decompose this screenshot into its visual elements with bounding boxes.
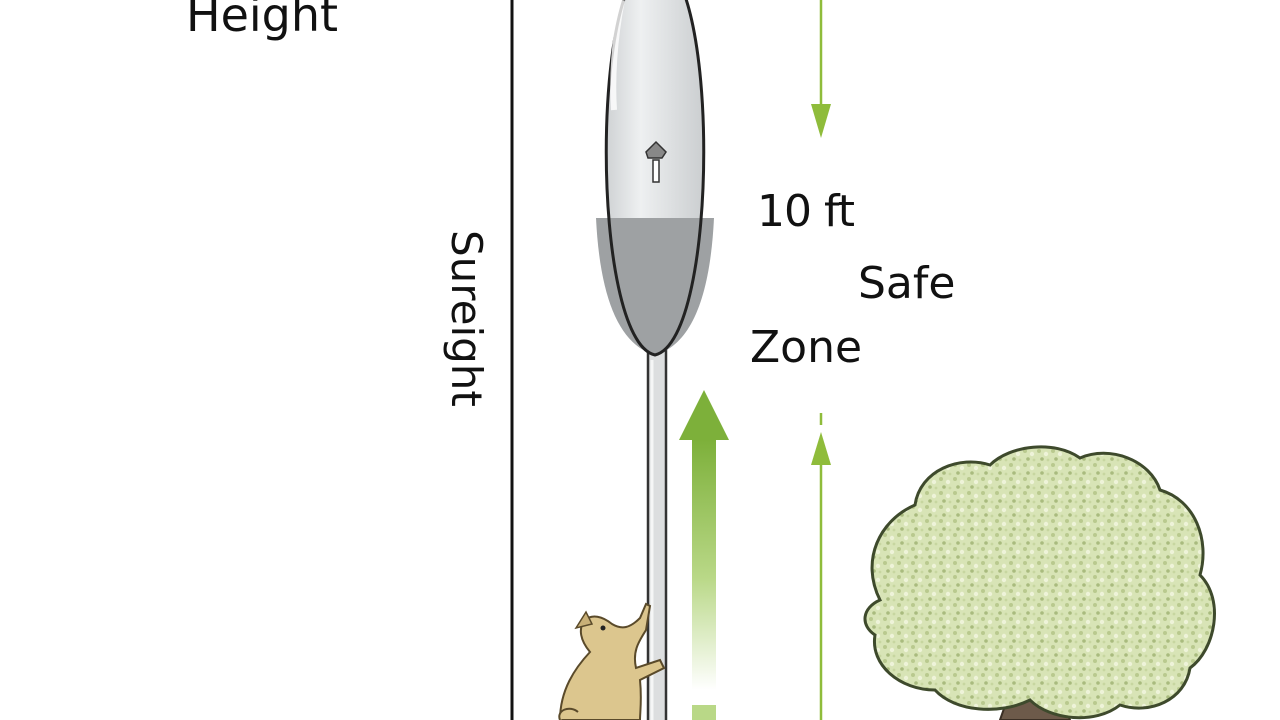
safe-label: Safe [858,258,956,309]
distance-label: 10 ft [757,186,855,237]
tree-icon [863,445,1216,720]
pole-icon [646,348,668,720]
zone-label: Zone [750,322,863,373]
arrow-up-thin-icon [811,413,831,720]
arrow-up-icon [679,390,729,720]
height-label: Height [186,0,339,42]
baffle-icon [596,0,714,357]
side-vertical-label: Sureight [442,230,491,407]
squirrel-icon [558,602,666,720]
arrow-down-icon [811,0,831,138]
